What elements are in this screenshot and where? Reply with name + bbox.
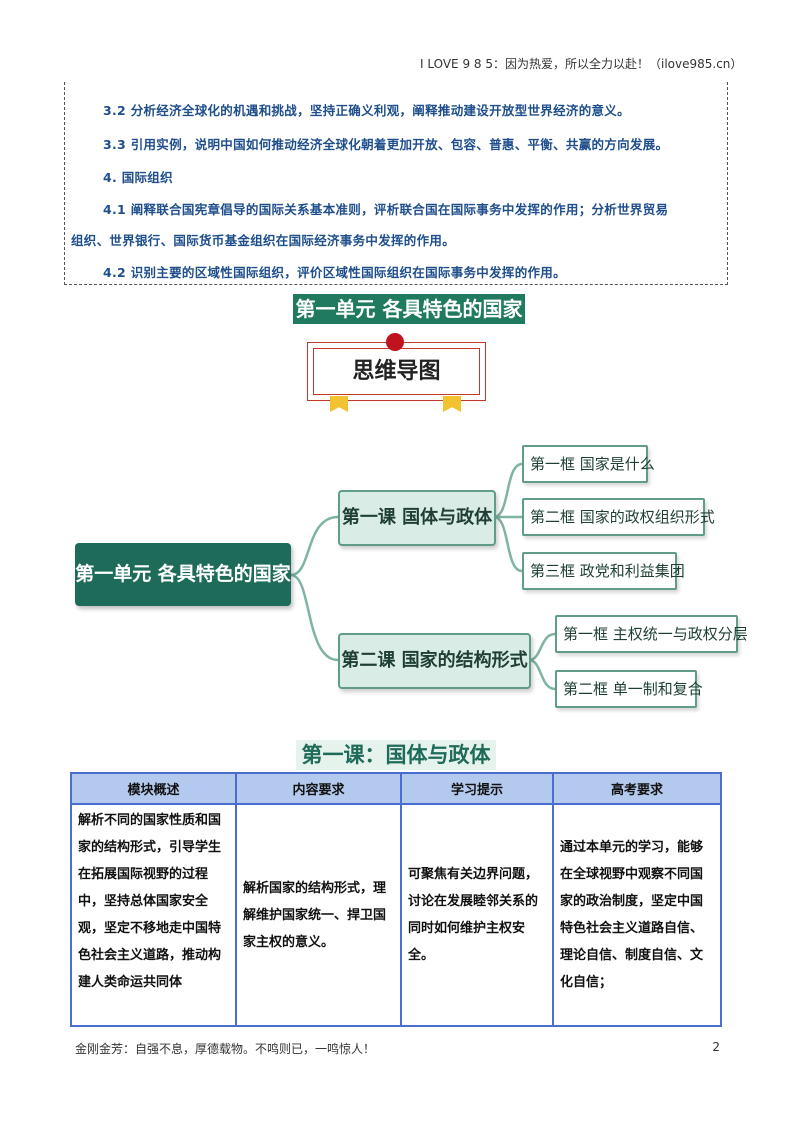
table-cell-overview: 解析不同的国家性质和国家的结构形式，引导学生在拓展国际视野的过程中，坚持总体国家… — [70, 803, 237, 1027]
table-cell-exam: 通过本单元的学习，能够在全球视野中观察不同国家的政治制度，坚定中国特色社会主义道… — [552, 803, 722, 1027]
standard-4-2: 4.2 识别主要的区域性国际组织，评价区域性国际组织在国际事务中发挥的作用。 — [103, 265, 566, 280]
table-header-row: 模块概述 内容要求 学习提示 高考要求 — [70, 772, 722, 805]
connector-root-lesson1 — [290, 515, 339, 577]
standard-heading-4: 4. 国际组织 — [103, 170, 173, 185]
table-cell-content: 解析国家的结构形式，理解维护国家统一、捍卫国家主权的意义。 — [235, 803, 402, 1027]
mindmap-lesson2-item1: 第一框 主权统一与政权分层 — [555, 615, 748, 653]
ribbon-left-icon — [330, 396, 348, 412]
standard-3-3: 3.3 引用实例，说明中国如何推动经济全球化朝着更加开放、包容、普惠、平衡、共赢… — [103, 137, 669, 152]
connector-lesson2-item2 — [528, 658, 556, 691]
table-header-tips: 学习提示 — [400, 772, 554, 805]
mindmap-lesson1-item2: 第二框 国家的政权组织形式 — [522, 498, 715, 536]
page-header: I LOVE 9 8 5：因为热爱，所以全力以赴！（ilove985.cn） — [420, 57, 743, 71]
table-header-overview: 模块概述 — [70, 772, 237, 805]
pin-icon — [386, 333, 404, 351]
table-row: 解析不同的国家性质和国家的结构形式，引导学生在拓展国际视野的过程中，坚持总体国家… — [70, 803, 722, 1027]
mindmap-lesson1-item3: 第三框 政党和利益集团 — [522, 552, 685, 590]
mindmap-lesson2-node: 第二课 国家的结构形式 — [338, 633, 531, 689]
table-header-content: 内容要求 — [235, 772, 402, 805]
standard-3-2: 3.2 分析经济全球化的机遇和挑战，坚持正确义利观，阐释推动建设开放型世界经济的… — [103, 103, 630, 118]
mindmap-lesson2-item2: 第二框 单一制和复合 — [555, 670, 703, 708]
table-header-exam: 高考要求 — [552, 772, 722, 805]
mindmap-lesson1-item1: 第一框 国家是什么 — [522, 445, 655, 483]
connector-lesson1-item3 — [493, 515, 523, 573]
standard-4-1: 4.1 阐释联合国宪章倡导的国际关系基本准则，评析联合国在国际事务中发挥的作用；… — [103, 202, 669, 217]
unit-title: 第一单元 各具特色的国家 — [293, 294, 525, 324]
lesson-title: 第一课：国体与政体 — [296, 740, 496, 770]
connector-lesson2-item1 — [528, 632, 556, 662]
ribbon-right-icon — [443, 396, 461, 412]
mindmap-root-node: 第一单元 各具特色的国家 — [75, 543, 291, 606]
connector-lesson1-item1 — [493, 462, 523, 519]
footer-motto: 金刚金芳：自强不息，厚德载物。不鸣则已，一鸣惊人！ — [75, 1042, 376, 1056]
standard-4-1-cont: 组织、世界银行、国际货币基金组织在国际经济事务中发挥的作用。 — [71, 233, 456, 248]
standards-box: 3.2 分析经济全球化的机遇和挑战，坚持正确义利观，阐释推动建设开放型世界经济的… — [64, 82, 728, 285]
mindmap-lesson1-node: 第一课 国体与政体 — [338, 490, 496, 546]
connector-root-lesson2 — [290, 573, 339, 662]
requirements-table: 模块概述 内容要求 学习提示 高考要求 解析不同的国家性质和国家的结构形式，引导… — [70, 772, 722, 1027]
table-cell-tips: 可聚焦有关边界问题，讨论在发展睦邻关系的同时如何维护主权安全。 — [400, 803, 554, 1027]
page-number: 2 — [712, 1040, 720, 1054]
